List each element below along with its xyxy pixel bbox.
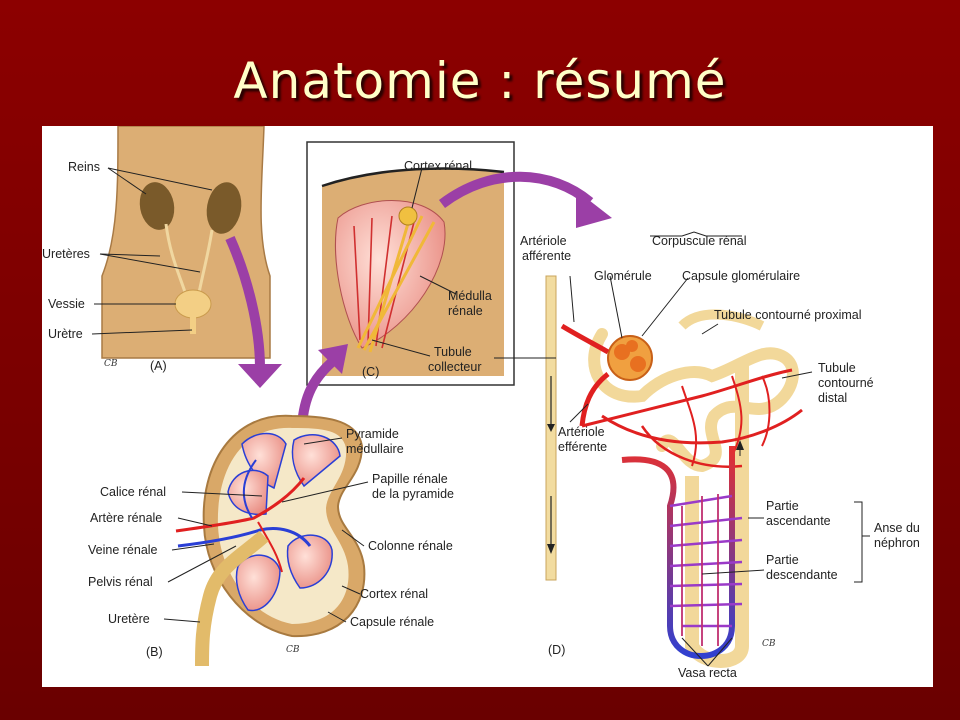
- label-vessie: Vessie: [48, 297, 85, 311]
- panel-b-kidney: Pyramide médullaire Papille rénale de la…: [88, 414, 454, 667]
- label-d-vasa: Vasa recta: [678, 666, 737, 680]
- panel-c-tag: (C): [362, 365, 379, 379]
- panel-d-tag: (D): [548, 643, 565, 657]
- svg-text:CB: CB: [286, 645, 300, 655]
- arrow-c-to-d: [438, 171, 594, 209]
- label-d-distal: Tubule: [818, 361, 856, 375]
- label-ureteres: Uretères: [42, 247, 90, 261]
- slide-title: Anatomie : résumé: [233, 52, 727, 110]
- label-b-calyx: Calice rénal: [100, 485, 166, 499]
- label-b-capsule: Capsule rénale: [350, 615, 434, 629]
- svg-text:CB: CB: [104, 359, 118, 369]
- label-d-glomerulus: Glomérule: [594, 269, 652, 283]
- panel-a-tag: (A): [150, 359, 167, 373]
- label-c-tubule: Tubule: [434, 345, 472, 359]
- label-b-pyramid2: médullaire: [346, 442, 404, 456]
- kidney-anatomy-figure: Reins Uretères Vessie Urètre (A) CB Cort…: [42, 126, 933, 687]
- arrow-a-to-b: [225, 235, 265, 369]
- label-b-pyramid: Pyramide: [346, 427, 399, 441]
- vasa-recta: [621, 446, 735, 659]
- label-d-ascending: Partie: [766, 499, 799, 513]
- panel-a-body: Reins Uretères Vessie Urètre (A) CB: [42, 126, 271, 373]
- label-d-ascending2: ascendante: [766, 514, 831, 528]
- label-d-descending2: descendante: [766, 568, 838, 582]
- label-uretre: Urètre: [48, 327, 83, 341]
- panel-c-detail: Cortex rénal Médulla rénale Tubule colle…: [306, 141, 515, 386]
- label-d-efferent: Artériole: [558, 425, 605, 439]
- label-d-afferent: Artériole: [520, 234, 567, 248]
- label-reins: Reins: [68, 160, 100, 174]
- kidney-anatomy-diagram: Reins Uretères Vessie Urètre (A) CB Cort…: [42, 126, 920, 680]
- label-d-distal3: distal: [818, 391, 847, 405]
- ureter: [195, 530, 269, 667]
- label-d-corpuscle: Corpuscule rénal: [652, 234, 747, 248]
- left-kidney: [139, 182, 175, 230]
- panel-d-nephron: Artériole afférente Corpuscule rénal Glo…: [494, 231, 920, 680]
- label-b-column: Colonne rénale: [368, 539, 453, 553]
- label-b-pelvis: Pelvis rénal: [88, 575, 153, 589]
- label-c-tubule2: collecteur: [428, 360, 482, 374]
- label-d-afferent2: afférente: [522, 249, 571, 263]
- label-d-capsule: Capsule glomérulaire: [682, 269, 800, 283]
- medulla: [335, 200, 446, 349]
- svg-text:CB: CB: [762, 639, 776, 649]
- label-d-efferent2: efférente: [558, 440, 607, 454]
- panel-b-tag: (B): [146, 645, 163, 659]
- bladder: [174, 289, 212, 319]
- label-d-distal2: contourné: [818, 376, 874, 390]
- label-b-papilla2: de la pyramide: [372, 487, 454, 501]
- label-b-vein: Veine rénale: [88, 543, 158, 557]
- label-b-ureter: Uretère: [108, 612, 150, 626]
- label-d-loop2: néphron: [874, 536, 920, 550]
- label-b-artery: Artère rénale: [90, 511, 162, 525]
- label-c-medulla2: rénale: [448, 304, 483, 318]
- label-d-loop: Anse du: [874, 521, 920, 535]
- label-c-medulla: Médulla: [448, 289, 492, 303]
- right-kidney: [206, 182, 242, 234]
- label-c-cortex: Cortex rénal: [404, 159, 472, 173]
- label-d-descending: Partie: [766, 553, 799, 567]
- label-b-cortex: Cortex rénal: [360, 587, 428, 601]
- label-b-papilla: Papille rénale: [372, 472, 448, 486]
- label-d-proximal: Tubule contourné proximal: [714, 308, 862, 322]
